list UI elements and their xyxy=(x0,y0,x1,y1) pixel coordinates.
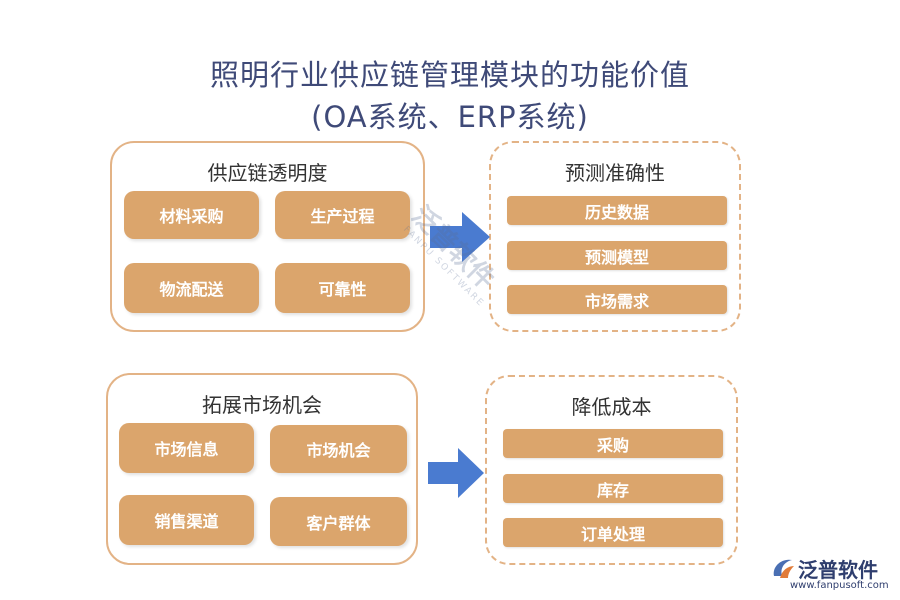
market-box: 拓展市场机会 市场信息 市场机会 销售渠道 客户群体 xyxy=(106,373,418,565)
logo-url: www.fanpusoft.com xyxy=(790,580,889,591)
tile-material-purchase: 材料采购 xyxy=(124,191,259,239)
arrow-right-icon xyxy=(430,212,490,262)
tile-customer-group: 客户群体 xyxy=(270,497,407,546)
transparency-box: 供应链透明度 材料采购 生产过程 物流配送 可靠性 xyxy=(110,141,425,332)
main-title: 照明行业供应链管理模块的功能价值 xyxy=(209,58,690,92)
logo-name: 泛普软件 xyxy=(798,558,878,582)
tile-market-info: 市场信息 xyxy=(119,423,254,473)
tile-production-process: 生产过程 xyxy=(275,191,410,239)
market-title: 拓展市场机会 xyxy=(202,393,322,417)
tile-market-opportunity: 市场机会 xyxy=(270,425,407,473)
bar-purchase: 采购 xyxy=(503,429,723,458)
cost-title: 降低成本 xyxy=(571,395,652,419)
main-subtitle: (OA系统、ERP系统) xyxy=(311,100,589,134)
arrow-right-icon xyxy=(428,448,484,498)
forecast-title: 预测准确性 xyxy=(565,161,665,185)
bar-historical-data: 历史数据 xyxy=(507,196,727,225)
tile-sales-channel: 销售渠道 xyxy=(119,495,254,545)
bar-inventory: 库存 xyxy=(503,474,723,503)
transparency-title: 供应链透明度 xyxy=(207,161,328,185)
cost-box: 降低成本 采购 库存 订单处理 xyxy=(485,375,738,565)
brand-logo: 泛普软件 www.fanpusoft.com xyxy=(770,554,895,594)
tile-logistics: 物流配送 xyxy=(124,263,259,313)
tile-reliability: 可靠性 xyxy=(275,263,410,313)
bar-order-processing: 订单处理 xyxy=(503,518,723,547)
forecast-box: 预测准确性 历史数据 预测模型 市场需求 xyxy=(489,141,741,332)
bar-market-demand: 市场需求 xyxy=(507,285,727,314)
bar-forecast-model: 预测模型 xyxy=(507,241,727,270)
logo-icon xyxy=(773,559,794,578)
